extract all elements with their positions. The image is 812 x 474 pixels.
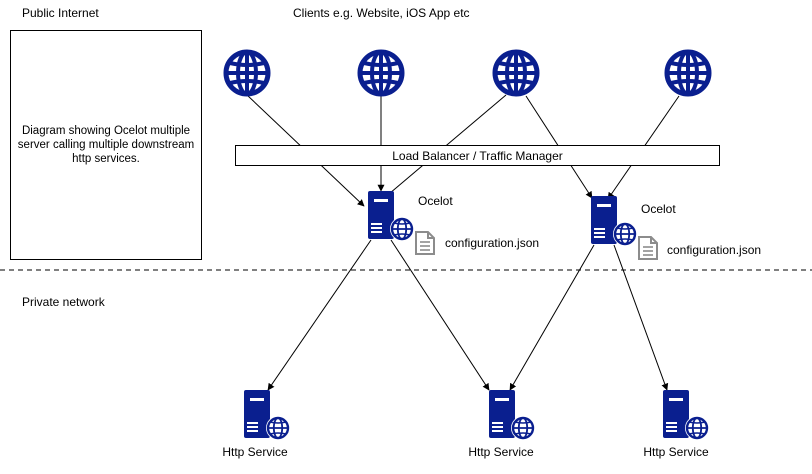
globe-icon <box>360 52 402 94</box>
gateway-1-server-icon <box>368 191 414 241</box>
note-text: Diagram showing Ocelot multiple server c… <box>17 125 195 165</box>
gateway-2-document-icon <box>638 236 658 260</box>
service-3-label: Http Service <box>643 445 709 459</box>
clients-label: Clients e.g. Website, iOS App etc <box>293 6 470 20</box>
connector-gateway-2-service-2 <box>509 244 595 391</box>
service-1-label: Http Service <box>222 445 288 459</box>
gateway-1-document-icon <box>415 231 435 255</box>
service-connectors <box>267 239 669 391</box>
connector-gateway-1-service-2 <box>390 239 490 391</box>
globe-icon <box>226 52 268 94</box>
connector-gateway-2-service-3 <box>613 244 669 391</box>
globe-icon <box>495 52 537 94</box>
globe-icon <box>667 52 709 94</box>
service-2-server-icon <box>489 390 535 440</box>
load-balancer-box: Load Balancer / Traffic Manager <box>235 145 720 166</box>
gateway-2-server-icon <box>591 196 637 246</box>
gateway-1-config-label: configuration.json <box>445 236 540 250</box>
connector-gateway-1-service-1 <box>267 239 372 391</box>
load-balancer-label: Load Balancer / Traffic Manager <box>392 148 563 163</box>
public-internet-label: Public Internet <box>22 6 99 20</box>
gateway-2-config-label: configuration.json <box>667 243 762 257</box>
note-box: Diagram showing Ocelot multiple server c… <box>10 30 202 260</box>
service-2-label: Http Service <box>468 445 534 459</box>
service-1-server-icon <box>244 390 290 440</box>
gateway-1-label: Ocelot <box>418 194 453 208</box>
private-network-label: Private network <box>22 295 105 309</box>
gateway-2-label: Ocelot <box>641 202 676 216</box>
service-3-server-icon <box>663 390 709 440</box>
